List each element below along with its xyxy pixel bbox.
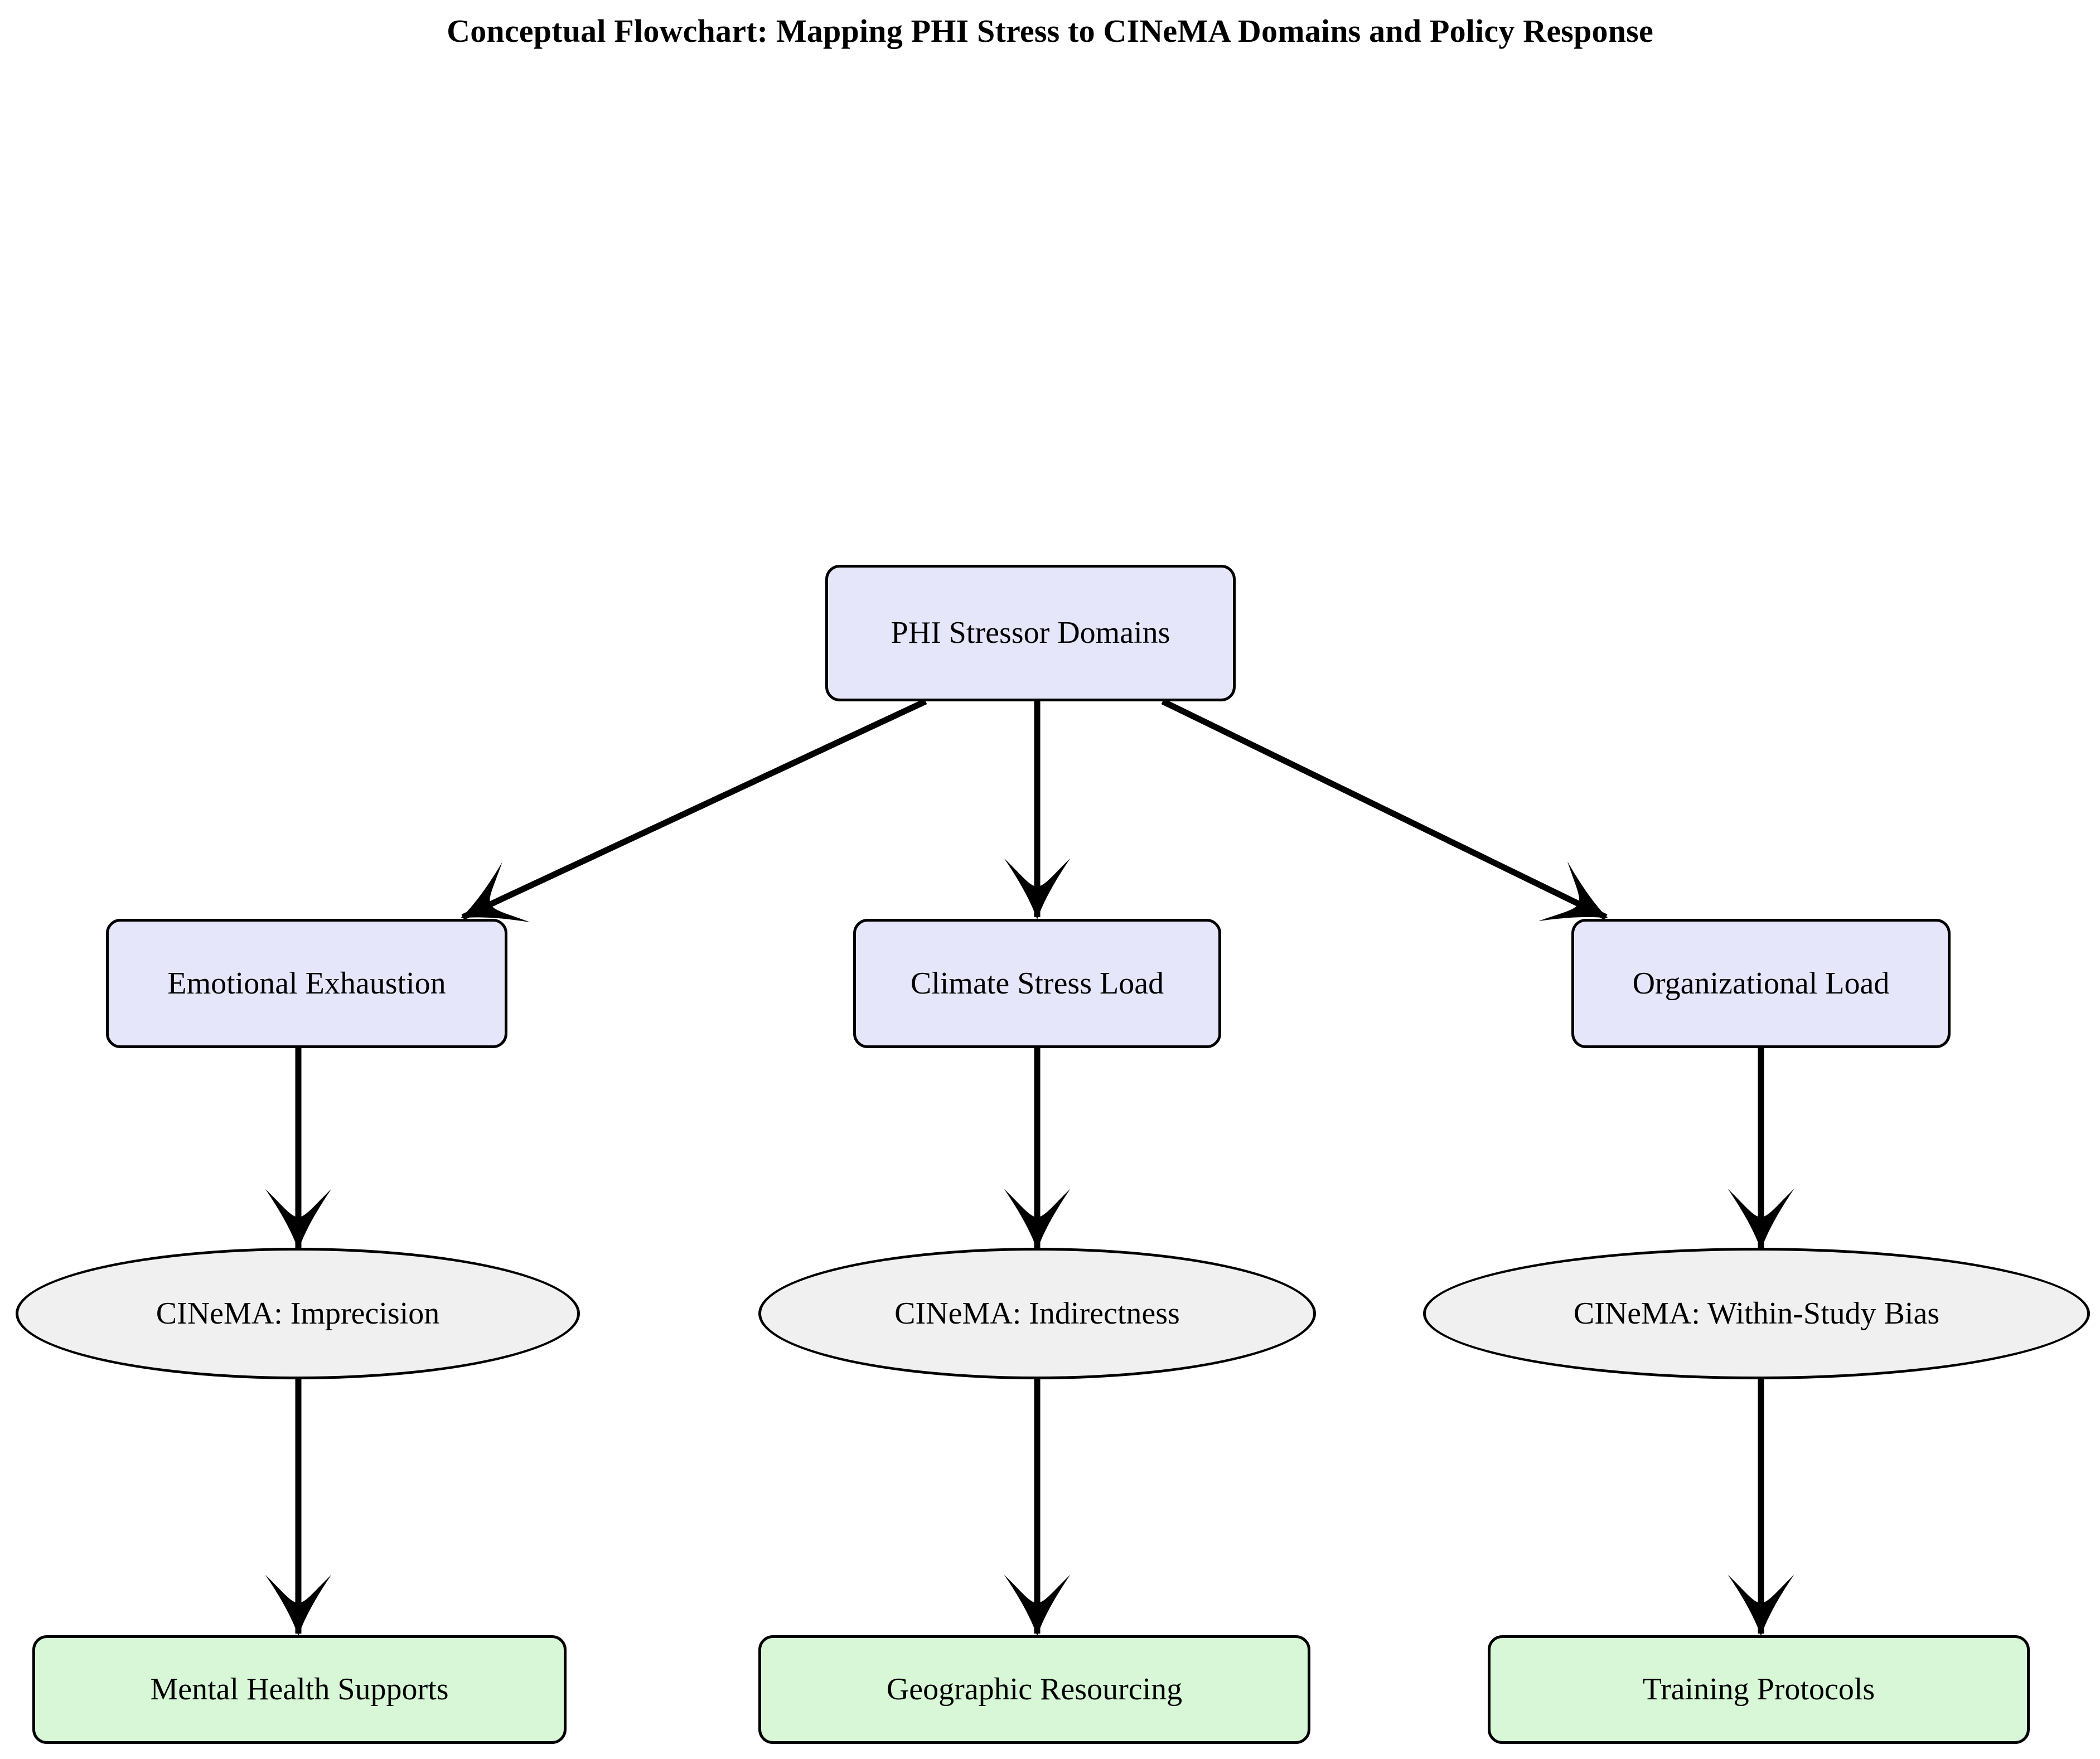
node-geographic-resourcing[interactable]: Geographic Resourcing <box>758 1635 1310 1744</box>
node-label-training-protocols: Training Protocols <box>1642 1672 1875 1707</box>
node-label-climate-stress-load: Climate Stress Load <box>910 966 1164 1001</box>
node-label-organizational-load: Organizational Load <box>1632 966 1890 1001</box>
edge-root-to-organizational-load <box>1161 699 1608 922</box>
node-label-cinema-imprecision: CINeMA: Imprecision <box>156 1296 440 1331</box>
node-cinema-within-study-bias[interactable]: CINeMA: Within-Study Bias <box>1423 1248 2090 1379</box>
node-cinema-indirectness[interactable]: CINeMA: Indirectness <box>758 1248 1316 1379</box>
node-label-cinema-within-study-bias: CINeMA: Within-Study Bias <box>1573 1296 1940 1331</box>
node-label-cinema-indirectness: CINeMA: Indirectness <box>894 1296 1180 1331</box>
node-organizational-load[interactable]: Organizational Load <box>1571 919 1951 1048</box>
node-label-geographic-resourcing: Geographic Resourcing <box>886 1672 1183 1707</box>
node-cinema-imprecision[interactable]: CINeMA: Imprecision <box>16 1248 580 1379</box>
page-title: Conceptual Flowchart: Mapping PHI Stress… <box>447 13 1653 49</box>
node-label-phi-stressor-domains: PHI Stressor Domains <box>891 616 1170 651</box>
edge-root-to-emotional-exhaustion <box>461 699 927 923</box>
node-climate-stress-load[interactable]: Climate Stress Load <box>853 919 1221 1048</box>
node-emotional-exhaustion[interactable]: Emotional Exhaustion <box>106 919 507 1048</box>
node-mental-health-supports[interactable]: Mental Health Supports <box>32 1635 567 1744</box>
node-label-emotional-exhaustion: Emotional Exhaustion <box>167 966 446 1001</box>
node-label-mental-health-supports: Mental Health Supports <box>150 1672 449 1707</box>
node-training-protocols[interactable]: Training Protocols <box>1488 1635 2030 1744</box>
node-phi-stressor-domains[interactable]: PHI Stressor Domains <box>825 565 1236 701</box>
